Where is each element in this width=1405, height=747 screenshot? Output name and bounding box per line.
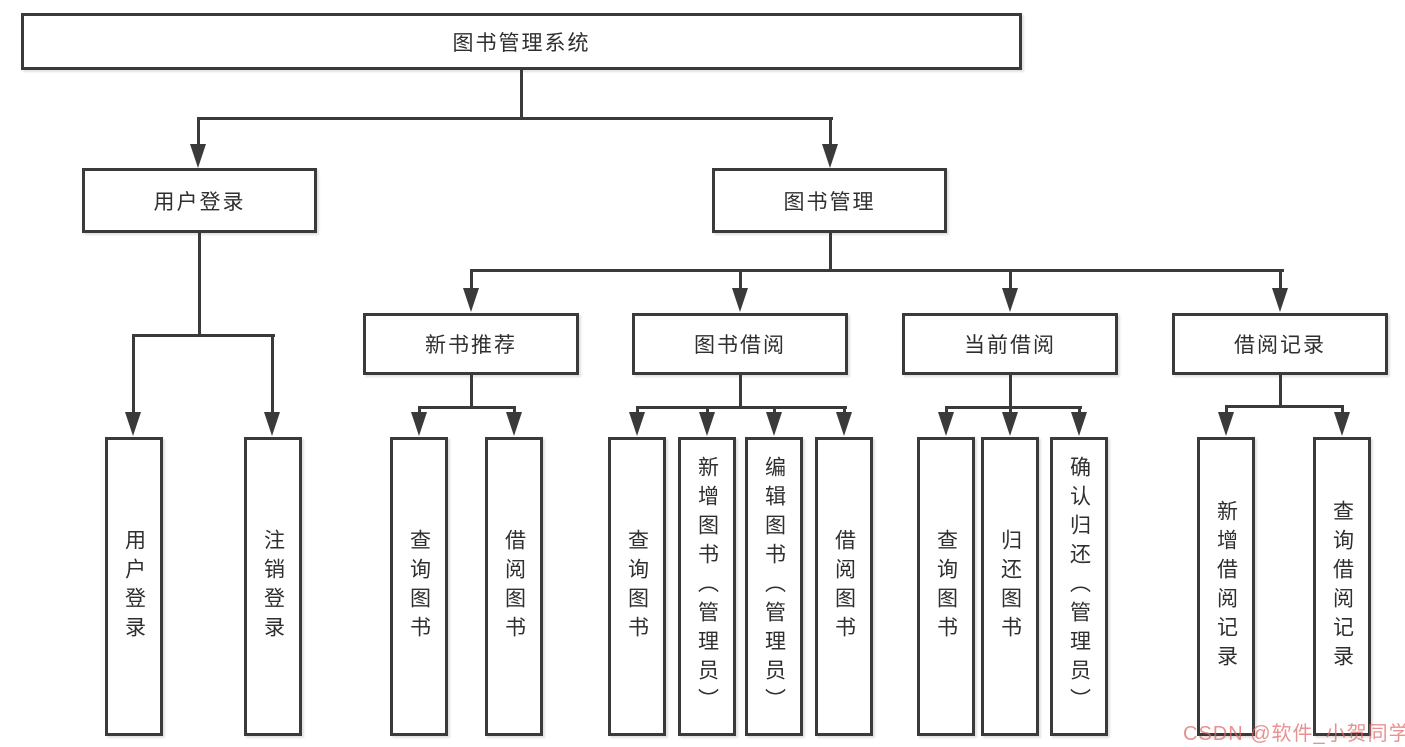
arrow-down-icon — [506, 412, 522, 436]
node-label: 编辑图书（管理员） — [762, 456, 786, 717]
connector-level1-bus — [196, 116, 833, 120]
connector-drop — [1008, 270, 1012, 290]
connector-drop — [131, 335, 135, 414]
leaf-borrow-book-2: 借阅图书 — [815, 437, 873, 736]
arrow-down-icon — [125, 412, 141, 436]
leaf-query-book-3: 查询图书 — [917, 437, 975, 736]
leaf-logout: 注销登录 — [244, 437, 302, 736]
leaf-add-book-admin: 新增图书（管理员） — [678, 437, 736, 736]
arrow-down-icon — [1334, 412, 1350, 436]
leaf-borrow-book-1: 借阅图书 — [485, 437, 543, 736]
connector-drop — [738, 270, 742, 290]
connector-drop — [828, 118, 832, 146]
node-label: 图书管理系统 — [452, 31, 591, 55]
arrow-down-icon — [411, 412, 427, 436]
watermark: CSDN @软件_小贺同学 — [1183, 723, 1405, 745]
arrow-down-icon — [836, 412, 852, 436]
connector-drop — [944, 407, 948, 415]
leaf-query-book-1: 查询图书 — [390, 437, 448, 736]
arrow-down-icon — [1272, 288, 1288, 312]
connector-stub — [738, 375, 742, 408]
connector-drop — [270, 335, 274, 414]
connector-drop — [1278, 270, 1282, 290]
node-label: 新书推荐 — [425, 334, 517, 357]
connector-drop — [469, 270, 473, 290]
arrow-down-icon — [190, 144, 206, 168]
connector-root-trunk — [519, 70, 523, 118]
node-label: 确认归还（管理员） — [1067, 456, 1091, 717]
connector-drop — [512, 407, 516, 415]
leaf-add-borrow-record: 新增借阅记录 — [1197, 437, 1255, 736]
node-label: 归还图书 — [998, 528, 1022, 645]
connector-drop — [705, 407, 709, 415]
connector-drop — [842, 407, 846, 415]
connector-drop — [417, 407, 421, 415]
connector-drop — [1008, 407, 1012, 415]
arrow-down-icon — [1218, 412, 1234, 436]
connector-bus — [635, 405, 847, 409]
connector-bus — [944, 405, 1082, 409]
leaf-edit-book-admin: 编辑图书（管理员） — [745, 437, 803, 736]
connector-drop — [196, 118, 200, 146]
node-label: 注销登录 — [261, 528, 285, 645]
connector-book-mgmt-stub — [828, 233, 832, 272]
node-label: 新增图书（管理员） — [695, 456, 719, 717]
node-label: 查询图书 — [407, 528, 431, 645]
node-borrow-record: 借阅记录 — [1172, 313, 1388, 375]
arrow-down-icon — [699, 412, 715, 436]
node-book-borrow: 图书借阅 — [632, 313, 848, 375]
node-label: 用户登录 — [122, 528, 146, 645]
arrow-down-icon — [1002, 288, 1018, 312]
arrow-down-icon — [463, 288, 479, 312]
arrow-down-icon — [766, 412, 782, 436]
node-user-login: 用户登录 — [82, 168, 317, 233]
connector-drop — [772, 407, 776, 415]
arrow-down-icon — [264, 412, 280, 436]
connector-drop — [1224, 406, 1228, 415]
node-root: 图书管理系统 — [21, 13, 1022, 70]
node-label: 查询借阅记录 — [1330, 499, 1354, 674]
node-label: 当前借阅 — [964, 334, 1056, 357]
arrow-down-icon — [732, 288, 748, 312]
node-current-borrow: 当前借阅 — [902, 313, 1118, 375]
node-label: 借阅图书 — [502, 528, 526, 645]
arrow-down-icon — [938, 412, 954, 436]
connector-user-login-stub — [197, 233, 201, 336]
connector-stub — [1278, 375, 1282, 407]
node-label: 用户登录 — [153, 190, 246, 214]
leaf-query-book-2: 查询图书 — [608, 437, 666, 736]
node-label: 图书管理 — [783, 190, 876, 214]
connector-drop — [1340, 406, 1344, 415]
arrow-down-icon — [1071, 412, 1087, 436]
connector-drop — [1077, 407, 1081, 415]
node-label: 图书借阅 — [694, 334, 786, 357]
arrow-down-icon — [1002, 412, 1018, 436]
node-book-management: 图书管理 — [712, 168, 947, 233]
arrow-down-icon — [822, 144, 838, 168]
connector-user-login-bus — [131, 333, 275, 337]
arrow-down-icon — [629, 412, 645, 436]
node-label: 借阅记录 — [1234, 334, 1326, 357]
node-label: 借阅图书 — [832, 528, 856, 645]
node-label: 新增借阅记录 — [1214, 499, 1238, 674]
connector-level3-bus — [469, 268, 1284, 272]
leaf-user-login: 用户登录 — [105, 437, 163, 736]
leaf-return-book: 归还图书 — [981, 437, 1039, 736]
connector-stub — [469, 375, 473, 408]
connector-stub — [1008, 375, 1012, 408]
leaf-query-borrow-record: 查询借阅记录 — [1313, 437, 1371, 736]
leaf-confirm-return-admin: 确认归还（管理员） — [1050, 437, 1108, 736]
node-new-book-recommend: 新书推荐 — [363, 313, 579, 375]
connector-drop — [635, 407, 639, 415]
node-label: 查询图书 — [934, 528, 958, 645]
connector-bus — [1224, 404, 1344, 408]
connector-bus — [417, 405, 516, 409]
node-label: 查询图书 — [625, 528, 649, 645]
